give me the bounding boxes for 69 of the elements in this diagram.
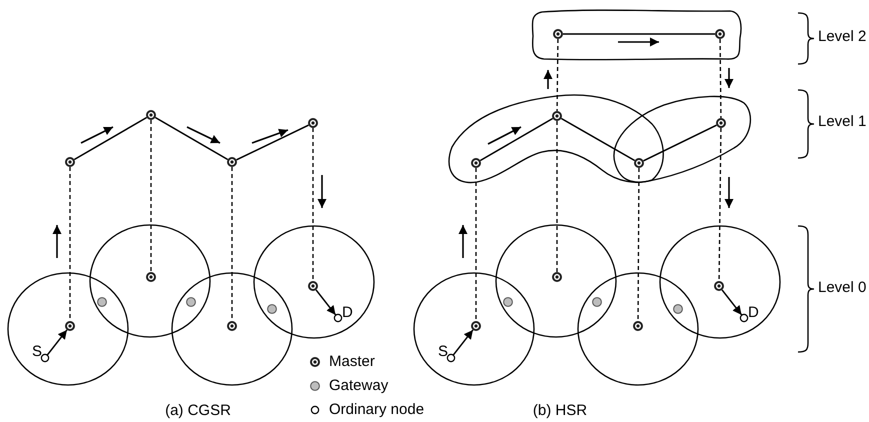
master-node (713, 280, 725, 292)
master-node (552, 28, 564, 40)
gateway-node (591, 296, 603, 308)
master-node (551, 110, 563, 122)
link-line (563, 33, 715, 35)
cluster-range (7, 272, 129, 386)
link-line (315, 289, 336, 316)
master-node (715, 117, 727, 129)
master-node (145, 271, 157, 283)
dashed-link (475, 168, 477, 321)
master-node (470, 320, 482, 332)
gateway-node (266, 303, 278, 315)
panel-caption: (b) HSR (532, 403, 588, 418)
link-line (721, 289, 742, 316)
dashed-link (69, 167, 71, 321)
level-label: Level 1 (818, 114, 866, 129)
legend-label: Ordinary node (329, 402, 424, 417)
cluster-range (171, 272, 293, 386)
cluster-range (577, 272, 699, 386)
ordinary-node (446, 353, 456, 363)
level-label: Level 2 (818, 29, 866, 44)
master-node (551, 271, 563, 283)
node-label: D (342, 305, 353, 320)
cluster-range (253, 225, 375, 339)
ordinary-node (40, 353, 50, 363)
cluster-range (495, 224, 617, 338)
legend-label: Master (329, 354, 375, 369)
link-line (643, 124, 717, 162)
dashed-link (231, 167, 233, 321)
legend-label: Gateway (329, 378, 388, 393)
master-node (633, 157, 645, 169)
master-node (470, 157, 482, 169)
gateway-node (185, 296, 197, 308)
link-line (480, 118, 554, 162)
link-line (236, 124, 309, 160)
master-node (226, 320, 238, 332)
gateway-node (502, 296, 514, 308)
master-node (307, 117, 319, 129)
panel-caption: (a) CGSR (165, 403, 231, 418)
dashed-link (556, 39, 559, 111)
cluster-range (413, 272, 535, 386)
dashed-link (719, 39, 722, 118)
dashed-link (312, 128, 314, 281)
node-label: S (32, 344, 42, 359)
master-node (632, 320, 644, 332)
node-label: D (748, 305, 759, 320)
node-label: S (438, 344, 448, 359)
cluster-range (89, 224, 211, 338)
link-line (46, 329, 68, 356)
dashed-link (556, 121, 558, 272)
cluster-range (659, 225, 781, 339)
master-node (64, 156, 76, 168)
ordinary-node (333, 313, 343, 323)
gateway-node (672, 303, 684, 315)
master-node (226, 156, 238, 168)
gateway-node (96, 296, 108, 308)
master-node (64, 320, 76, 332)
master-node (714, 28, 726, 40)
link-line (452, 329, 474, 356)
link-line (560, 118, 636, 162)
dashed-link (718, 128, 722, 281)
link-line (154, 116, 228, 160)
level-label: Level 0 (818, 280, 866, 295)
ordinary-node (739, 313, 749, 323)
link-line (74, 116, 148, 160)
master-node (145, 109, 157, 121)
dashed-link (150, 120, 152, 272)
dashed-link (637, 168, 640, 321)
master-node (307, 280, 319, 292)
